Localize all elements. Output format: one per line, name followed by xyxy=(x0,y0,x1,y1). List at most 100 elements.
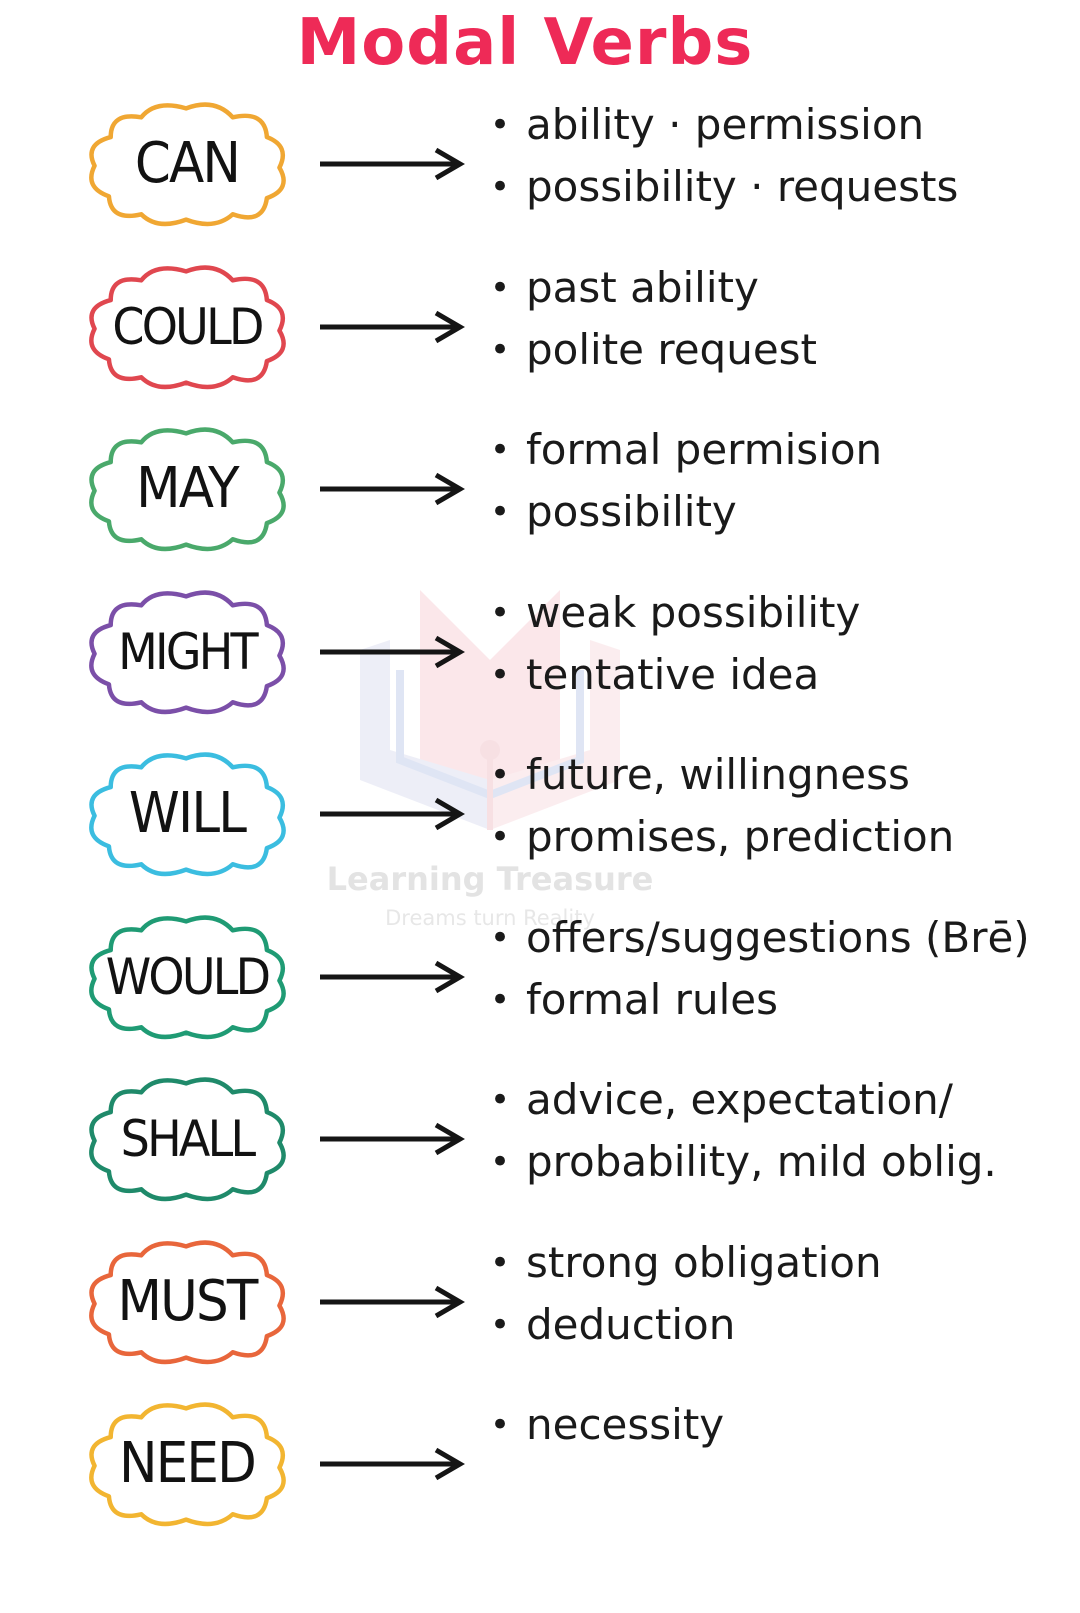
usage-item: • offers/suggestions (Brē) xyxy=(490,907,1060,969)
arrow-right-icon xyxy=(318,309,468,345)
modal-row: WILL • future, willingness • promises, predi… xyxy=(0,744,1080,904)
cloud-outline-icon xyxy=(89,1402,286,1527)
usage-text: tentative idea xyxy=(526,649,820,699)
bullet-icon: • xyxy=(490,979,511,1020)
cloud-badge: WILL xyxy=(62,744,312,884)
cloud-outline-icon xyxy=(89,264,286,389)
cloud-badge: MUST xyxy=(62,1232,312,1372)
usage-list: • weak possibility •tentative idea xyxy=(490,582,1060,706)
cloud-badge: MIGHT xyxy=(62,582,312,722)
bullet-icon: • xyxy=(490,267,511,308)
bullet-icon: • xyxy=(490,1142,511,1182)
cloud-outline-icon xyxy=(89,752,286,877)
cloud-badge: MAY xyxy=(62,419,312,559)
modal-verb: MUST xyxy=(117,1268,259,1334)
usage-text: past ability xyxy=(526,262,759,312)
bullet-icon: • xyxy=(490,755,511,795)
modal-verb: WILL xyxy=(128,781,247,846)
usage-list: •advice, expectation/ • probability, mild … xyxy=(490,1069,1060,1193)
usage-item: • strong obligation xyxy=(490,1232,1060,1294)
usage-item: • formal rules xyxy=(490,969,1060,1031)
usage-text: formal rules xyxy=(526,974,778,1024)
arrow-right-icon xyxy=(318,1446,468,1482)
modal-verb: COULD xyxy=(112,297,264,356)
bullet-icon: • xyxy=(490,329,511,370)
arrow-right-icon xyxy=(318,1284,468,1320)
usage-list: • offers/suggestions (Brē) • formal rules xyxy=(490,907,1060,1031)
bullet-icon: • xyxy=(490,167,511,207)
usage-item: • necessity xyxy=(490,1394,1060,1456)
bullet-icon: • xyxy=(490,1304,511,1345)
arrow-right-icon xyxy=(318,959,468,995)
modal-row: NEED • necessity xyxy=(0,1394,1080,1554)
bullet-icon: • xyxy=(490,817,511,857)
arrow-right-icon xyxy=(318,1121,468,1157)
usage-list: • past ability • polite request xyxy=(490,257,1060,381)
usage-list: • future, willingness • promises, predictio… xyxy=(490,744,1060,868)
usage-text: future, willingness xyxy=(526,750,910,799)
cloud-badge: COULD xyxy=(62,257,312,397)
usage-item: • past ability xyxy=(490,257,1060,319)
bullet-icon: • xyxy=(490,1405,511,1445)
usage-item: • deduction xyxy=(490,1294,1060,1356)
modal-row: WOULD • offers/suggestions (Brē) • formal ru… xyxy=(0,907,1080,1067)
modal-verb: MAY xyxy=(136,456,239,521)
cloud-badge: NEED xyxy=(62,1394,312,1534)
usage-item: • future, willingness xyxy=(490,744,1060,806)
cloud-outline-icon xyxy=(89,427,286,552)
usage-text: promises, prediction xyxy=(526,812,955,861)
arrow-right-icon xyxy=(318,796,468,832)
bullet-icon: • xyxy=(490,917,511,958)
usage-text: polite request xyxy=(526,324,818,374)
cloud-badge: CAN xyxy=(62,94,312,234)
modal-row: MIGHT • weak possibility •tentative idea xyxy=(0,582,1080,742)
usage-item: •tentative idea xyxy=(490,644,1060,706)
bullet-icon: • xyxy=(490,430,511,470)
usage-list: • strong obligation • deduction xyxy=(490,1232,1060,1356)
modal-row: MAY • formal permision • possibility xyxy=(0,419,1080,579)
modal-verb: MIGHT xyxy=(118,622,259,681)
cloud-badge: WOULD xyxy=(62,907,312,1047)
modal-verb: WOULD xyxy=(105,947,271,1006)
usage-list: • formal permision • possibility xyxy=(490,419,1060,543)
arrow-right-icon xyxy=(318,634,468,670)
modal-row: MUST • strong obligation • deduction xyxy=(0,1232,1080,1392)
cloud-outline-icon xyxy=(89,1077,286,1202)
modal-verb: CAN xyxy=(134,131,241,196)
arrow-right-icon xyxy=(318,471,468,507)
usage-text: strong obligation xyxy=(526,1237,882,1287)
usage-text: offers/suggestions (Brē) xyxy=(526,912,1030,962)
cloud-outline-icon xyxy=(89,1239,286,1364)
bullet-icon: • xyxy=(490,492,511,532)
modal-verb: NEED xyxy=(119,1431,257,1496)
usage-text: possibility · requests xyxy=(526,162,959,211)
usage-text: probability, mild oblig. xyxy=(526,1137,997,1186)
usage-text: advice, expectation/ xyxy=(526,1075,953,1124)
usage-text: necessity xyxy=(526,1400,725,1449)
usage-text: ability · permission xyxy=(526,100,925,149)
bullet-icon: • xyxy=(490,105,511,145)
usage-item: • formal permision xyxy=(490,419,1060,481)
usage-item: •advice, expectation/ xyxy=(490,1069,1060,1131)
usage-item: • possibility xyxy=(490,481,1060,543)
usage-item: • weak possibility xyxy=(490,582,1060,644)
usage-list: • necessity xyxy=(490,1394,1060,1456)
cloud-outline-icon xyxy=(89,914,286,1039)
cloud-badge: SHALL xyxy=(62,1069,312,1209)
cloud-outline-icon xyxy=(89,102,286,227)
usage-list: • ability · permission • possibility · requ… xyxy=(490,94,1060,218)
usage-text: formal permision xyxy=(526,425,883,474)
usage-text: possibility xyxy=(526,487,737,536)
modal-row: CAN • ability · permission • possibility · r… xyxy=(0,94,1080,254)
modal-verb: SHALL xyxy=(120,1110,256,1168)
page-title: Modal Verbs xyxy=(296,6,754,80)
usage-text: weak possibility xyxy=(526,587,861,637)
usage-item: • promises, prediction xyxy=(490,806,1060,868)
modal-row: SHALL •advice, expectation/ • probability, … xyxy=(0,1069,1080,1229)
usage-text: deduction xyxy=(526,1299,736,1349)
usage-item: • ability · permission xyxy=(490,94,1060,156)
bullet-icon: • xyxy=(490,592,511,633)
cloud-outline-icon xyxy=(89,589,286,714)
bullet-icon: • xyxy=(490,1242,511,1283)
